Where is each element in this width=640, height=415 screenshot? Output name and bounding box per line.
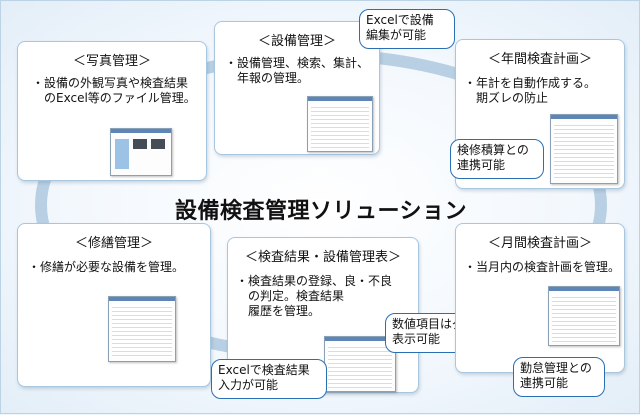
card-description: ・検査結果の登録、良・不良 の判定。検査結果 履歴を管理。 xyxy=(236,274,393,318)
card-title: ＜年間検査計画＞ xyxy=(487,52,592,67)
card-title: ＜修繕管理＞ xyxy=(74,236,153,251)
page-title: 設備検査管理ソリューション xyxy=(174,199,468,224)
screenshot-thumbnail xyxy=(550,114,618,184)
card-description: ・年計を自動作成する。 期ズレの防止 xyxy=(464,76,597,105)
card-repair-management: ＜修繕管理＞ ・修繕が必要な設備を管理。 xyxy=(17,223,211,387)
screenshot-thumbnail xyxy=(110,128,172,176)
card-monthly-inspection-plan: ＜月間検査計画＞ ・当月内の検査計画を管理。 xyxy=(455,223,625,373)
card-description: ・設備管理、検索、集計、 年報の管理。 xyxy=(225,56,370,85)
screenshot-thumbnail xyxy=(307,96,373,152)
card-photo-management: ＜写真管理＞ ・設備の外観写真や検査結果 のExcel等のファイル管理。 xyxy=(17,41,207,181)
card-title: ＜検査結果・設備管理表＞ xyxy=(244,250,401,265)
card-description: ・修繕が必要な設備を管理。 xyxy=(28,260,185,274)
card-title: ＜写真管理＞ xyxy=(72,54,151,69)
card-description: ・当月内の検査計画を管理。 xyxy=(464,260,621,274)
callout-attendance-integration: 勤怠管理との 連携可能 xyxy=(513,357,605,397)
screenshot-thumbnail xyxy=(324,336,396,392)
card-description: ・設備の外観写真や検査結果 のExcel等のファイル管理。 xyxy=(32,76,196,105)
screenshot-thumbnail xyxy=(548,286,620,346)
callout-excel-equipment-edit: Excelで設備 編集が可能 xyxy=(359,9,455,49)
card-equipment-management: ＜設備管理＞ ・設備管理、検索、集計、 年報の管理。 xyxy=(214,21,380,155)
callout-excel-result-input: Excelで検査結果 入力が可能 xyxy=(211,359,327,399)
screenshot-thumbnail xyxy=(108,296,176,362)
card-title: ＜設備管理＞ xyxy=(257,34,336,49)
callout-repair-cost-integration: 検修積算との 連携可能 xyxy=(450,139,544,179)
card-title: ＜月間検査計画＞ xyxy=(487,236,592,251)
